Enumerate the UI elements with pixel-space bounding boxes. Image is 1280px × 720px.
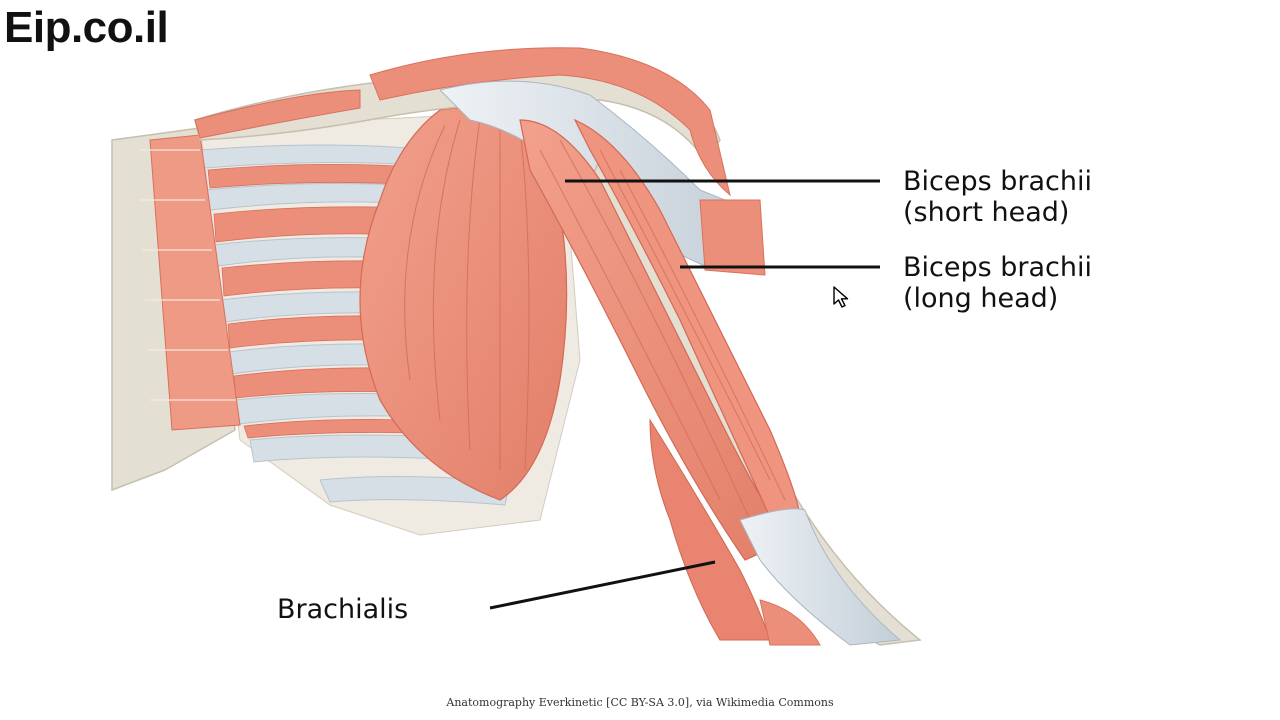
biceps-long-head [573,118,801,529]
humerus-head [699,199,766,276]
label-short-head-line2: (short head) [903,197,1070,228]
mouse-pointer-icon [833,286,849,308]
label-biceps-long-head: Biceps brachii (long head) [903,252,1092,314]
label-short-head-line1: Biceps brachii [903,166,1093,197]
trapezius-muscle [369,47,731,197]
biceps-distal-tendon [739,508,902,646]
image-credit: Anatomography Everkinetic [CC BY-SA 3.0]… [446,696,834,709]
label-biceps-short-head: Biceps brachii (short head) [903,166,1092,228]
leader-line-brachialis [489,560,716,610]
label-long-head-line1: Biceps brachii [903,252,1093,283]
label-long-head-line2: (long head) [903,283,1059,314]
forearm-muscle [759,599,821,646]
costal-cartilage [149,134,241,431]
label-brachialis: Brachialis [277,594,409,625]
deltoid-muscle [194,89,361,139]
brachialis-muscle [649,418,771,641]
brand-watermark: Eip.co.il [4,3,169,52]
